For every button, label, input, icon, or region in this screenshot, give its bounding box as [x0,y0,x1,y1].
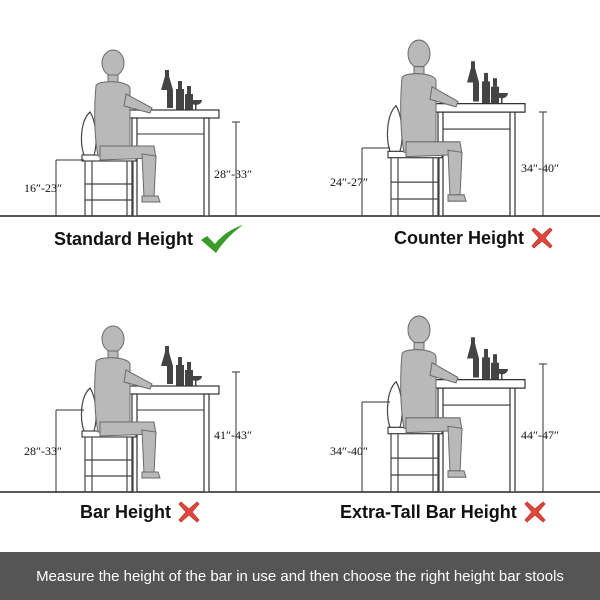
panel-label-bar: Bar Height [80,500,201,524]
table-range-counter: 34″-40″ [521,161,559,175]
footer-text: Measure the height of the bar in use and… [36,567,564,585]
table-range-bar: 41″-43″ [214,428,252,442]
footer-banner: Measure the height of the bar in use and… [0,552,600,600]
cross-icon [178,501,200,523]
scene-bar [80,325,220,493]
table-measure-line-bar [232,371,240,492]
panel-label-extra-tall-text: Extra-Tall Bar Height [340,501,517,522]
seat-range-counter: 24″-27″ [330,175,368,189]
panel-label-counter-text: Counter Height [394,227,524,248]
table-measure-line-standard [232,121,240,216]
table-measure-line-extra-tall [539,363,547,492]
panel-label-standard-text: Standard Height [54,228,194,249]
seat-measure-line-standard [55,159,84,216]
table-range-standard: 28″-33″ [214,167,252,181]
panel-label-bar-text: Bar Height [80,501,172,522]
seat-measure-line-extra-tall [361,401,390,492]
seat-measure-line-bar [55,409,84,492]
seat-range-standard: 16″-23″ [24,181,62,195]
seat-range-bar: 28″-33″ [24,444,62,458]
scene-standard [80,49,220,217]
check-icon [201,225,244,253]
seat-measure-line-counter [361,147,390,216]
table-range-extra-tall: 44″-47″ [521,428,559,442]
scene-extra-tall [386,315,526,493]
cross-icon [531,227,553,249]
seat-range-extra-tall: 34″-40″ [330,444,368,458]
panel-label-standard: Standard Height [54,224,245,254]
panel-label-counter: Counter Height [394,226,554,250]
panel-label-extra-tall: Extra-Tall Bar Height [340,500,547,524]
scene-counter [386,39,526,217]
table-measure-line-counter [539,111,547,216]
cross-icon [524,501,546,523]
